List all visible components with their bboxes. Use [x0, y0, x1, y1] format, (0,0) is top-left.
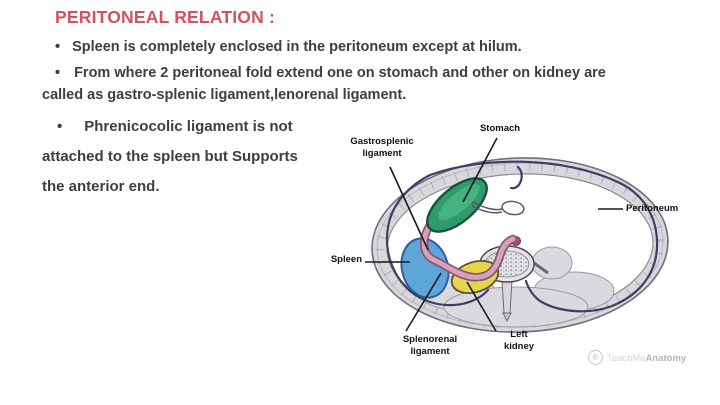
- leader-lines: [365, 137, 623, 332]
- lesser-omentum-loop: [471, 200, 525, 216]
- copyright-icon: ©: [588, 349, 603, 365]
- bullet-peritoneal-folds: From where 2 peritoneal fold extend one …: [42, 62, 614, 106]
- label-spleen: Spleen: [330, 254, 362, 265]
- label-gastrosplenic-ligament: Gastrosplenic ligament: [350, 136, 414, 159]
- label-left-kidney: Left kidney: [503, 329, 535, 352]
- leader-left-kidney: [466, 281, 497, 332]
- label-peritoneum: Peritoneum: [626, 203, 679, 214]
- bullet-spleen-enclosed: Spleen is completely enclosed in the per…: [42, 37, 642, 58]
- watermark-brand-dark: Anatomy: [645, 353, 687, 364]
- label-splenorenal-ligament: Splenorenal ligament: [402, 334, 458, 357]
- leader-stomach: [462, 137, 498, 203]
- leader-splenorenal: [405, 272, 442, 332]
- page-title: PERITONEAL RELATION :: [55, 7, 276, 27]
- peritoneum-line: [385, 160, 659, 313]
- abdominal-cross-section-diagram: [365, 137, 669, 333]
- stomach-shape: [426, 177, 488, 233]
- leader-gastrosplenic: [389, 166, 429, 251]
- spleen-shape: [400, 237, 450, 299]
- label-stomach: Stomach: [479, 123, 521, 134]
- bullet-phrenicocolic: Phrenicocolic ligament is not attached t…: [42, 112, 317, 202]
- teachmeanatomy-watermark: © TeachMeAnatomy: [588, 348, 686, 366]
- ligament-ribbon: [419, 216, 518, 282]
- watermark-brand-light: TeachMe: [607, 353, 646, 364]
